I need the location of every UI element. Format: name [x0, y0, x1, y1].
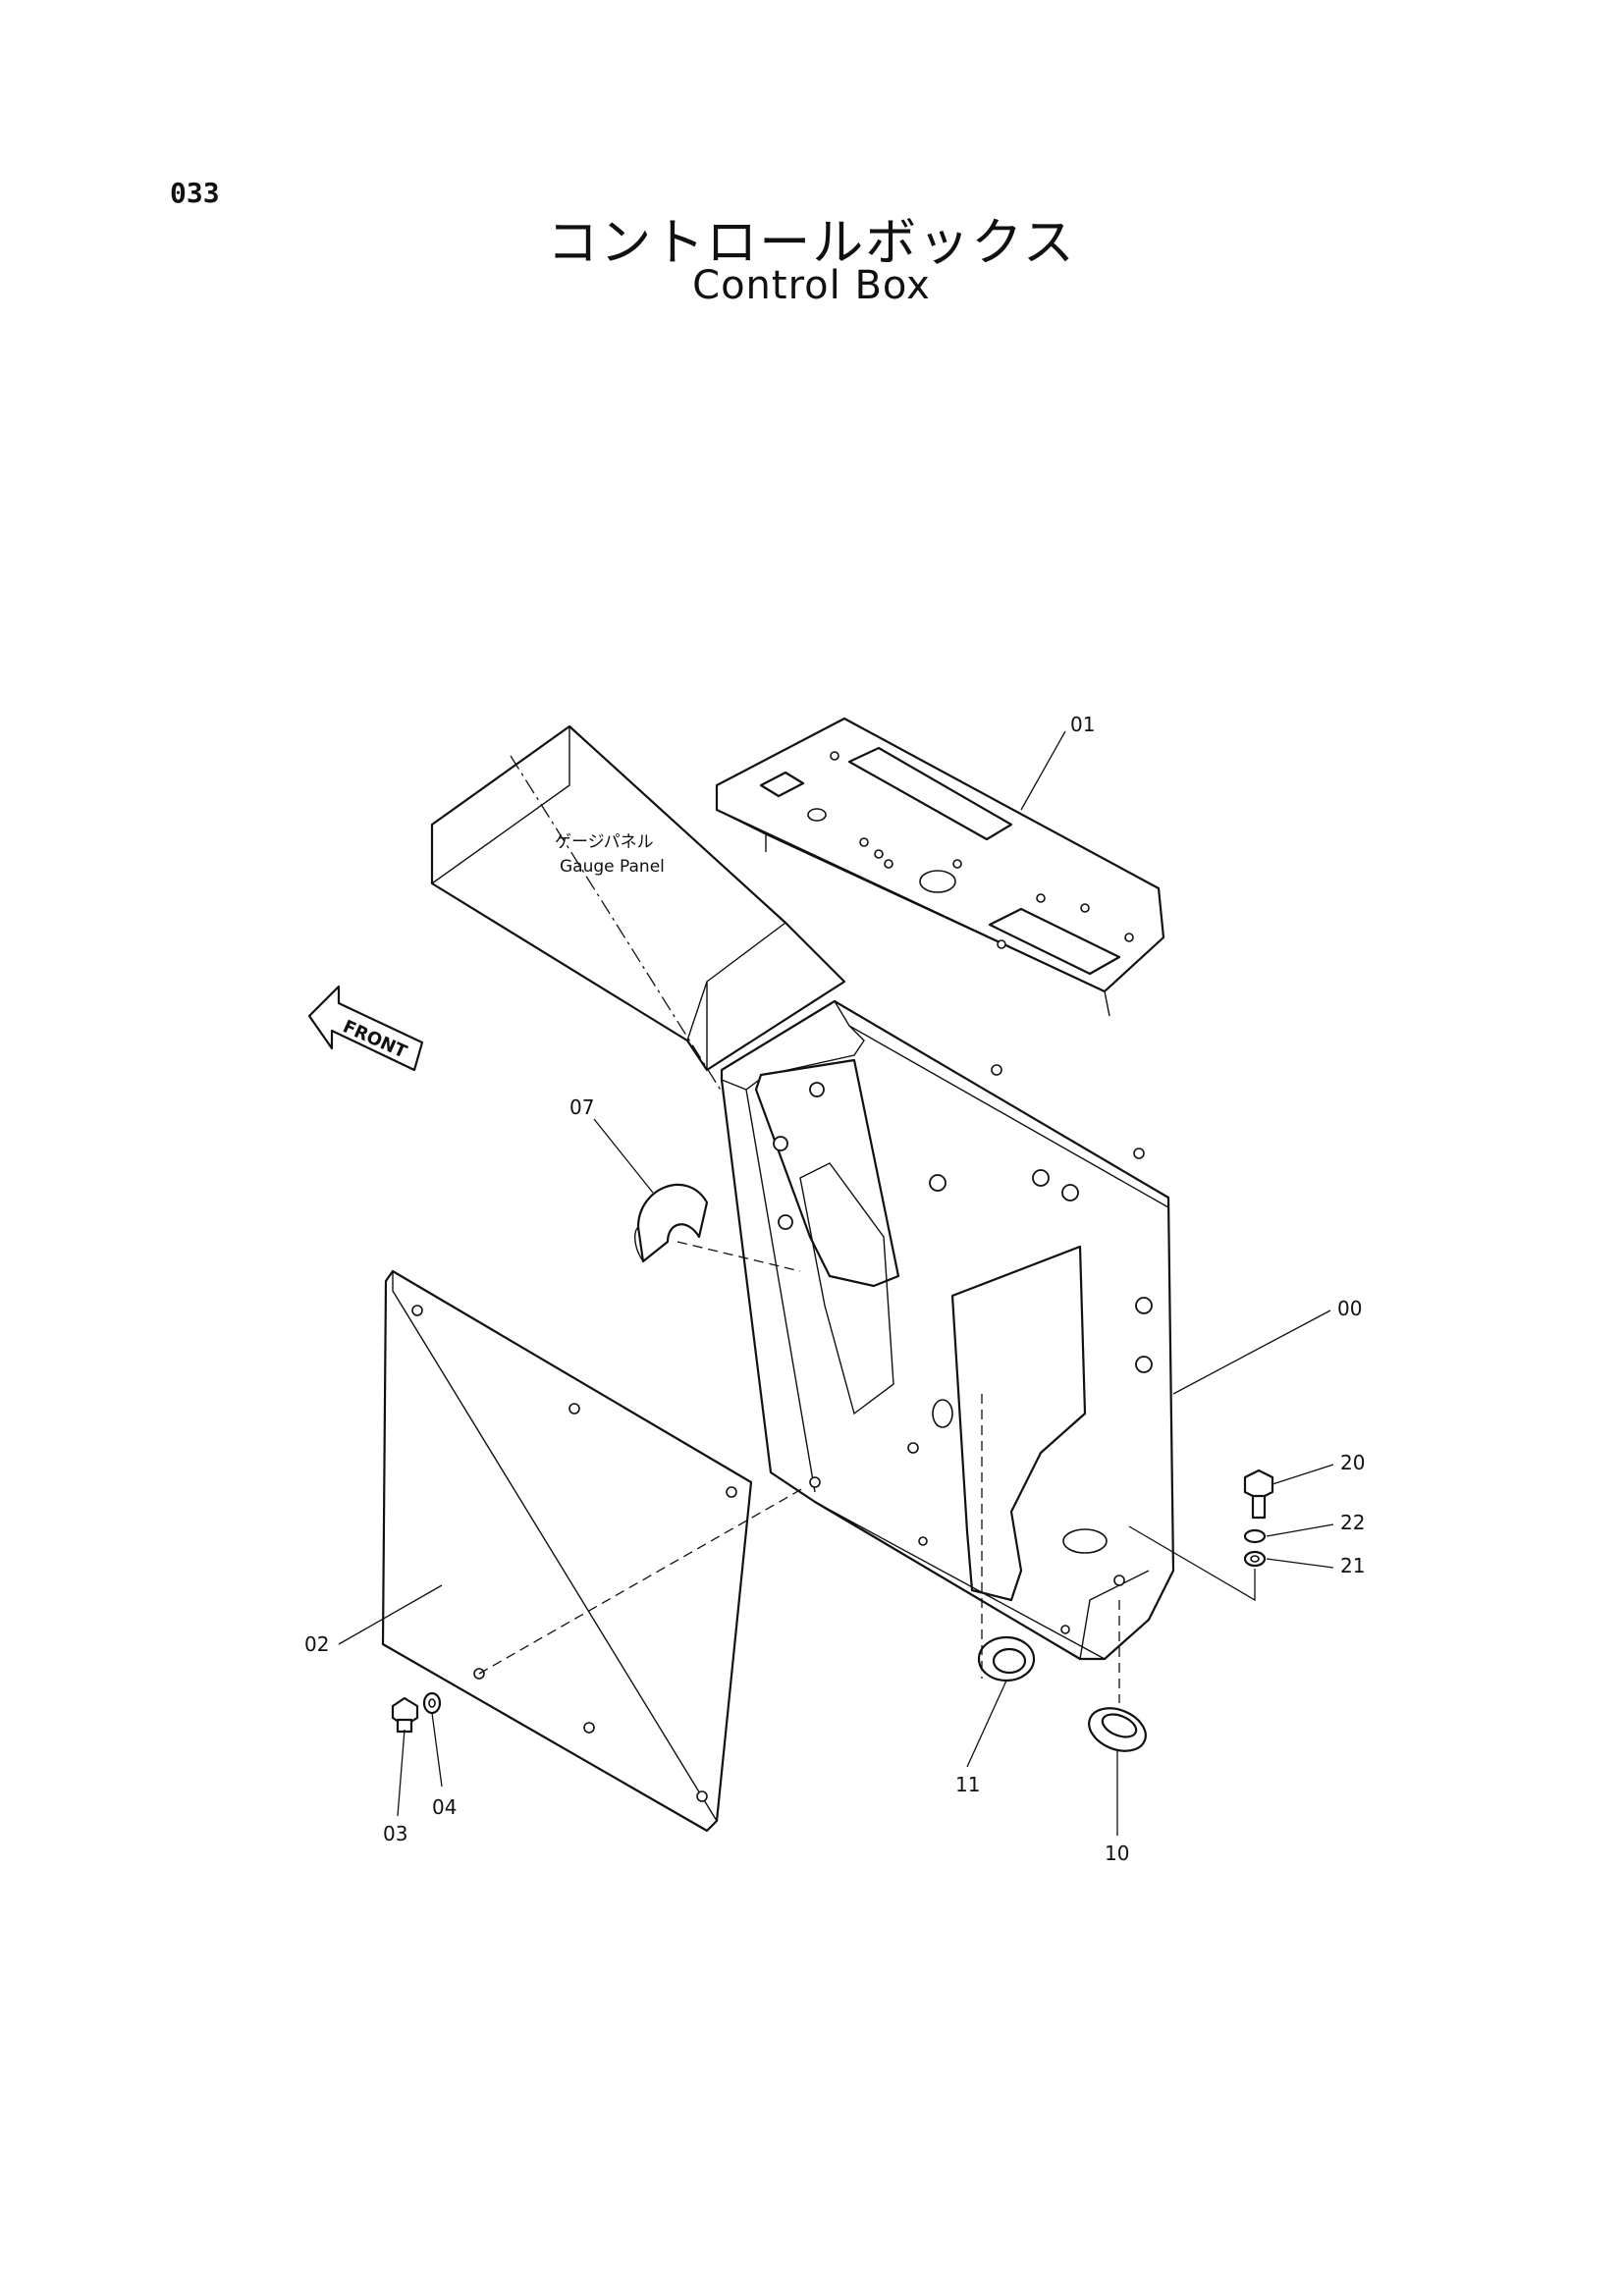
title-japanese: コントロールボックス [547, 214, 1076, 273]
part-label-20: 20 [1340, 1451, 1365, 1474]
part-label-01: 01 [1070, 713, 1095, 736]
leader-03 [397, 1729, 406, 1817]
part-label-21: 21 [1340, 1554, 1365, 1577]
part-label-10: 10 [1105, 1842, 1129, 1865]
part-label-04: 04 [432, 1795, 457, 1819]
gauge-panel-centerline [510, 755, 728, 1100]
front-arrow: FRONT [307, 985, 424, 1072]
washer-22 [1243, 1528, 1267, 1544]
top-plate-01 [715, 717, 1165, 1017]
top-plate-center-hole [919, 870, 956, 893]
bolt-03 [391, 1696, 419, 1734]
leader-02 [338, 1584, 443, 1645]
part-label-02: 02 [304, 1632, 329, 1656]
washer-21 [1243, 1550, 1267, 1568]
part-label-11: 11 [955, 1773, 980, 1796]
grommet-07 [634, 1183, 709, 1263]
leader-11 [966, 1680, 1007, 1768]
part-label-22: 22 [1340, 1511, 1365, 1534]
washer-04 [422, 1691, 442, 1715]
bolt-20 [1243, 1468, 1274, 1520]
leader-22 [1266, 1523, 1334, 1537]
grommet-11 [977, 1394, 1036, 1682]
leader-20 [1271, 1464, 1334, 1485]
leader-01 [1020, 730, 1066, 811]
control-box-body-00 [720, 999, 1175, 1661]
side-cover-02 [381, 1269, 753, 1833]
page-number: 033 [170, 177, 220, 209]
assembly-line-21 [1128, 1525, 1256, 1602]
leader-04 [431, 1712, 443, 1788]
oval-grommet-10 [1088, 1600, 1147, 1752]
gauge-panel-label-en: Gauge Panel [560, 857, 665, 877]
assembly-line-07 [676, 1241, 801, 1272]
title-english: Control Box [692, 263, 931, 308]
part-label-07: 07 [569, 1095, 594, 1119]
gauge-panel-label-jp: ゲージパネル [555, 832, 654, 852]
leader-21 [1266, 1558, 1334, 1569]
part-label-03: 03 [383, 1822, 407, 1845]
part-label-00: 00 [1337, 1297, 1362, 1320]
leader-07 [593, 1118, 654, 1194]
leader-00 [1172, 1309, 1331, 1395]
gauge-panel-outline [430, 724, 846, 1072]
